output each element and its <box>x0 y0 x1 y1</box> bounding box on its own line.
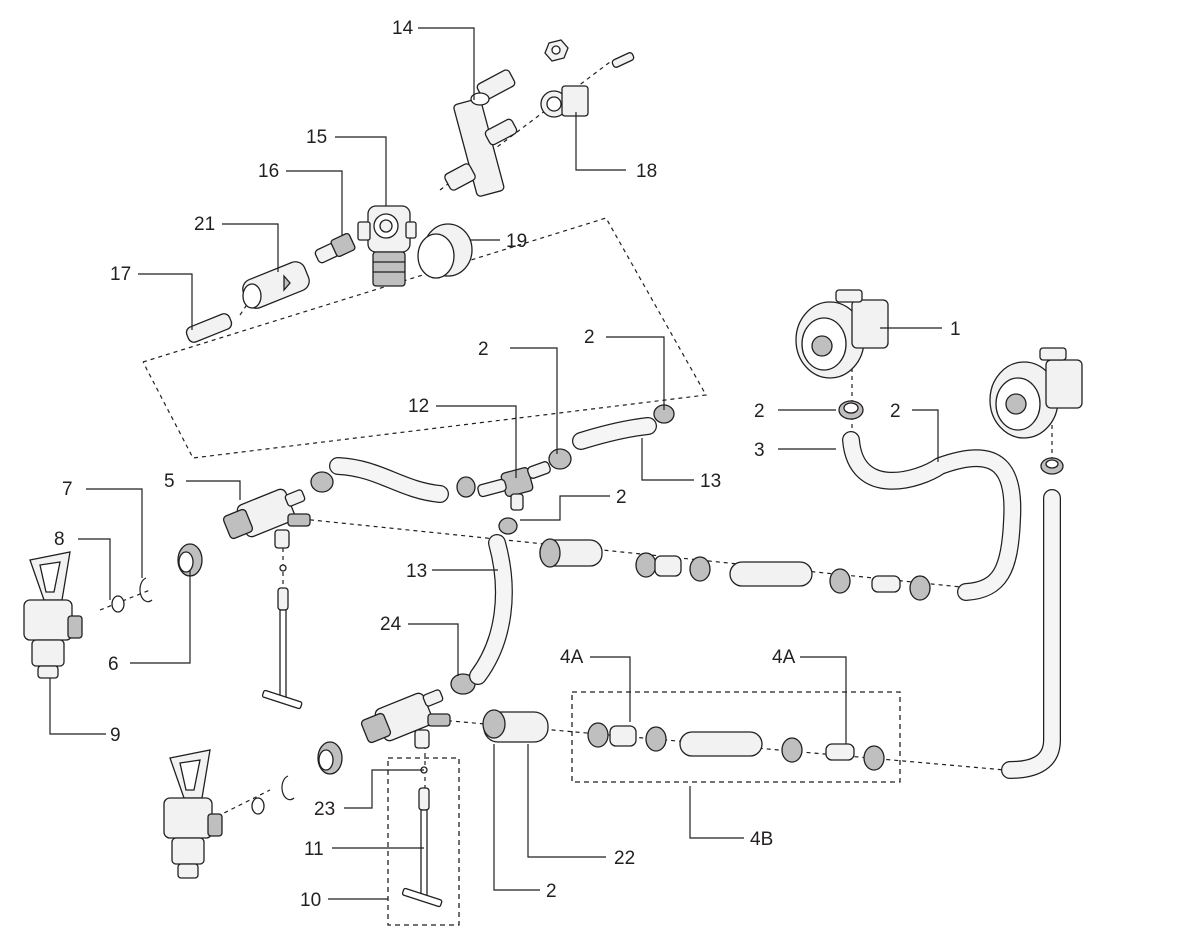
callout-4a-2: 4A <box>772 647 796 668</box>
callout-13-a: 13 <box>700 471 721 492</box>
part-7-retainer-clip <box>139 577 153 603</box>
part-18-clamp <box>540 85 589 118</box>
leader-lines <box>49 27 942 900</box>
callout-11: 11 <box>304 839 324 860</box>
callout-21: 21 <box>194 214 215 235</box>
callout-19: 19 <box>506 231 527 252</box>
faucet-lower <box>163 749 223 879</box>
part-9-faucet <box>23 551 83 679</box>
callout-13-b: 13 <box>406 561 427 582</box>
part-12-wye-fitting <box>477 461 551 511</box>
callout-4a-1: 4A <box>560 647 584 668</box>
callout-1: 1 <box>950 319 961 340</box>
part-8-washer <box>111 595 125 613</box>
part-11-t-rod-upper <box>261 564 303 710</box>
callout-6: 6 <box>108 654 119 675</box>
part-14-tee-fitting <box>444 69 518 197</box>
callout-3: 3 <box>754 440 765 461</box>
part-16-adapter <box>314 232 356 264</box>
part-10-t-rod-lower <box>401 766 443 908</box>
pump-head-secondary <box>989 347 1083 439</box>
callout-16: 16 <box>258 161 279 182</box>
part-5-valve-body <box>222 488 311 549</box>
lower-row-kit-4b-fittings <box>482 709 885 771</box>
callout-9: 9 <box>110 725 121 746</box>
callout-8: 8 <box>54 529 65 550</box>
part-15-regulator <box>357 205 417 287</box>
part-17-barbed-fitting <box>185 313 233 343</box>
clamps <box>310 400 1064 695</box>
part-19-ring <box>417 223 473 279</box>
hex-nut <box>544 39 569 62</box>
callout-17: 17 <box>110 264 131 285</box>
callout-24: 24 <box>380 614 402 635</box>
callout-22: 22 <box>614 848 635 869</box>
part-6-nut <box>177 543 203 577</box>
part-21-quick-connector <box>242 261 310 309</box>
callout-18: 18 <box>636 161 657 182</box>
callout-2-f: 2 <box>546 881 557 902</box>
middle-row-fittings <box>539 538 931 601</box>
tubes <box>329 417 1061 779</box>
valve-body-lower <box>360 689 451 749</box>
screw <box>611 52 635 68</box>
callout-7: 7 <box>62 479 73 500</box>
callout-2-a: 2 <box>478 339 489 360</box>
callout-14: 14 <box>392 18 414 39</box>
callout-2-b: 2 <box>584 327 595 348</box>
callout-4b: 4B <box>750 829 773 850</box>
kit-4b-dashed-box <box>571 691 901 783</box>
callout-23: 23 <box>314 799 335 820</box>
callout-15: 15 <box>306 127 327 148</box>
callout-2-d: 2 <box>890 401 901 422</box>
part-1-pump-head <box>795 289 889 379</box>
callout-10: 10 <box>300 890 321 911</box>
lower-nut-clip-washer <box>251 741 343 815</box>
callout-2-c: 2 <box>754 401 765 422</box>
callout-2-e: 2 <box>616 487 627 508</box>
callout-labels: 14 18 15 16 21 17 19 1 2 2 12 2 2 3 13 2… <box>54 18 961 911</box>
kit-10-dashed-box <box>387 757 460 926</box>
callout-5: 5 <box>164 471 175 492</box>
callout-12: 12 <box>408 396 429 417</box>
